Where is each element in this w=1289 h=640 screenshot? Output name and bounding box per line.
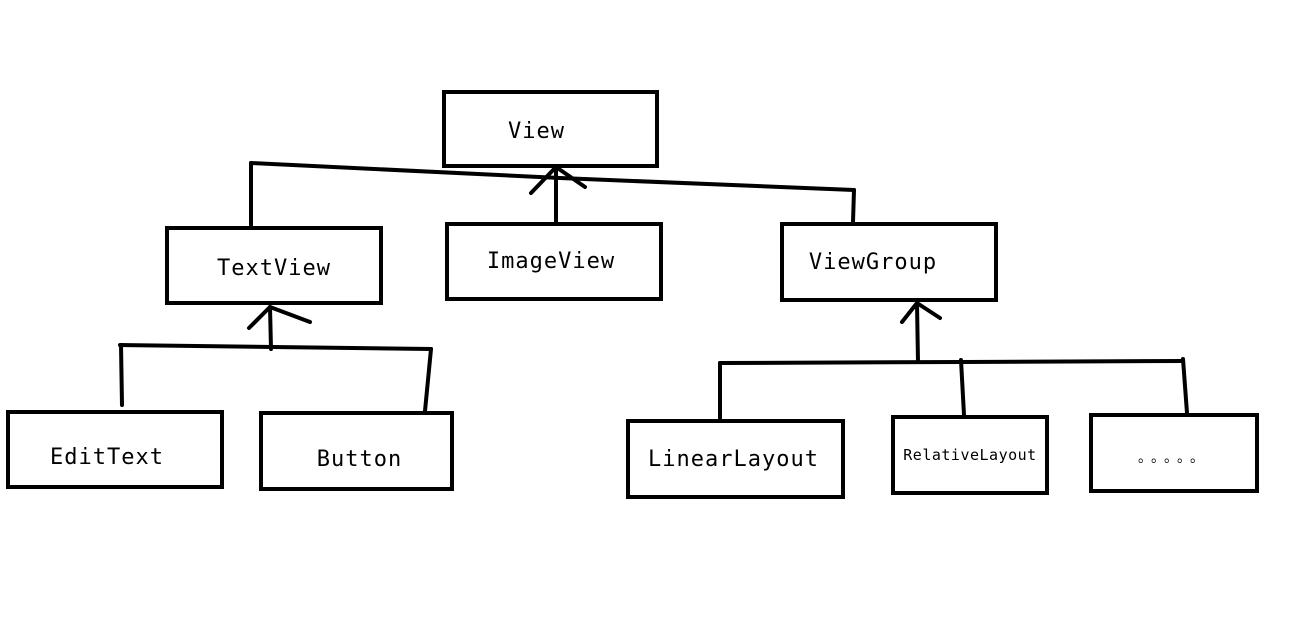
node-imageview-label: ImageView [486,249,616,274]
node-button: Button [259,411,454,491]
node-relativelayout: RelativeLayout [891,415,1049,495]
arrowhead-viewgroup-icon [900,301,942,324]
connector-textview-arrow-stem [268,305,273,351]
connector-more-stem [1181,357,1189,415]
node-linearlayout: LinearLayout [626,419,845,499]
node-view-label: View [508,118,565,144]
connector-textview-children-bar [118,343,433,351]
node-viewgroup-label: ViewGroup [808,249,938,275]
node-more-label: 。。。。。 [1138,450,1210,466]
connector-viewgroup-children-bar [718,359,1185,365]
node-edittext-label: EditText [50,445,164,470]
connector-viewgroup-arrow-stem [915,302,920,364]
connector-button-stem [423,347,433,413]
arrowhead-textview-icon [247,305,312,330]
node-edittext: EditText [6,410,224,489]
node-textview-label: TextView [217,256,331,281]
connector-relativelayout-stem [959,358,966,417]
node-viewgroup: ViewGroup [780,222,998,302]
connector-view-children-bar [249,161,856,192]
node-textview: TextView [165,226,383,305]
connector-edittext-stem [119,343,124,407]
node-linearlayout-label: LinearLayout [648,446,819,472]
connector-viewgroup-stem [851,188,856,224]
node-more: 。。。。。 [1089,413,1259,493]
node-relativelayout-label: RelativeLayout [903,446,1037,464]
node-imageview: ImageView [445,222,663,301]
node-view: View [442,90,659,168]
node-button-label: Button [316,446,403,472]
